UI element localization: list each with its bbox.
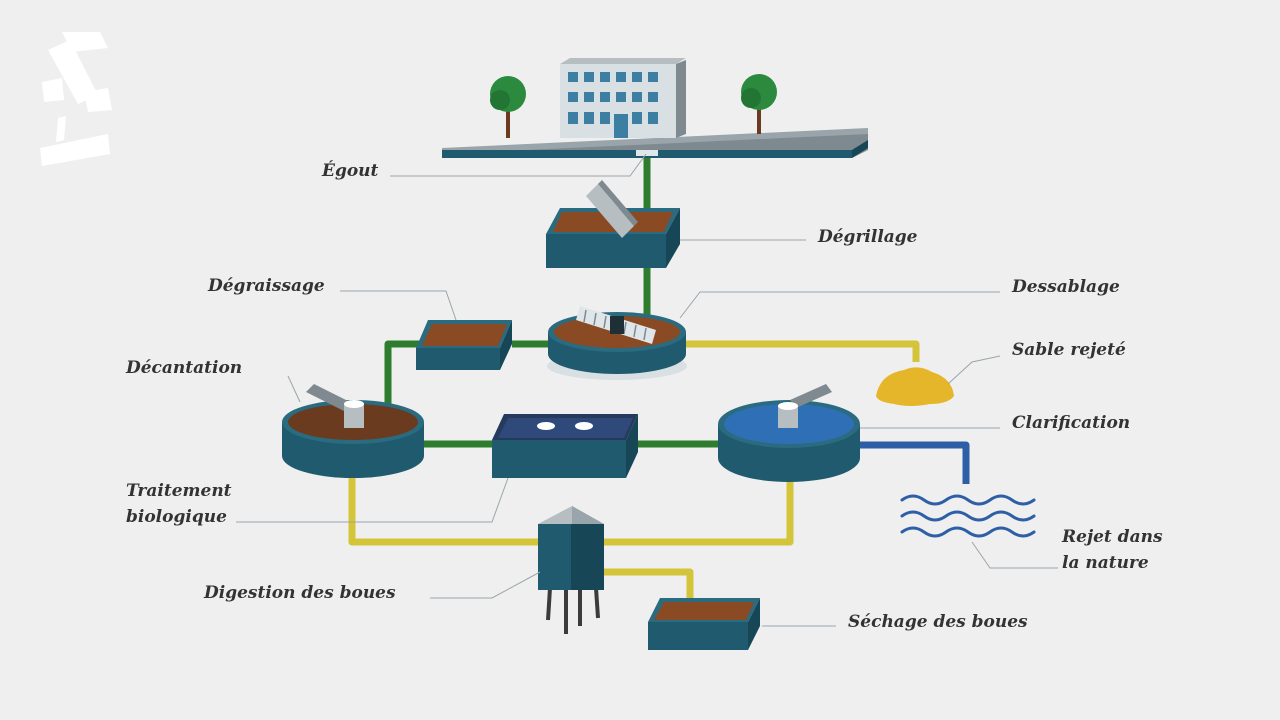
- label-sable-rejete: Sable rejeté: [1012, 340, 1126, 360]
- sand-pile: [876, 367, 954, 406]
- biological-tank: [492, 414, 638, 478]
- logo-icon: [40, 32, 112, 166]
- label-sechage: Séchage des boues: [848, 612, 1028, 632]
- degraissage-tank: [416, 320, 512, 370]
- label-degrillage: Dégrillage: [817, 227, 918, 247]
- dessablage-tank: [547, 306, 687, 380]
- label-dessablage: Dessablage: [1011, 277, 1120, 297]
- label-rejet-line1: Rejet dans: [1061, 527, 1163, 547]
- building-icon: [560, 58, 686, 138]
- digester-silo: [538, 506, 604, 634]
- river-waves-icon: [900, 494, 1036, 538]
- labels: Égout Dégrillage Dégraissage Dessablage …: [125, 160, 1163, 632]
- label-degraissage: Dégraissage: [207, 276, 325, 296]
- label-digestion: Digestion des boues: [203, 583, 396, 603]
- pipe-network: [348, 158, 970, 608]
- label-egout: Égout: [321, 160, 379, 181]
- label-traitement-line2: biologique: [126, 507, 227, 527]
- label-decantation: Décantation: [125, 358, 242, 378]
- sechage-tank: [648, 598, 760, 650]
- decantation-tank: [282, 384, 424, 478]
- street-platform: [442, 128, 868, 158]
- degrillage-tank: [546, 180, 680, 268]
- tree-icon-right: [741, 74, 777, 134]
- clarification-tank: [718, 384, 860, 482]
- leader-lines: [236, 153, 1058, 627]
- label-traitement-line1: Traitement: [126, 481, 232, 501]
- tree-icon-left: [490, 76, 526, 138]
- label-clarification: Clarification: [1012, 413, 1130, 433]
- label-rejet-line2: la nature: [1062, 553, 1149, 573]
